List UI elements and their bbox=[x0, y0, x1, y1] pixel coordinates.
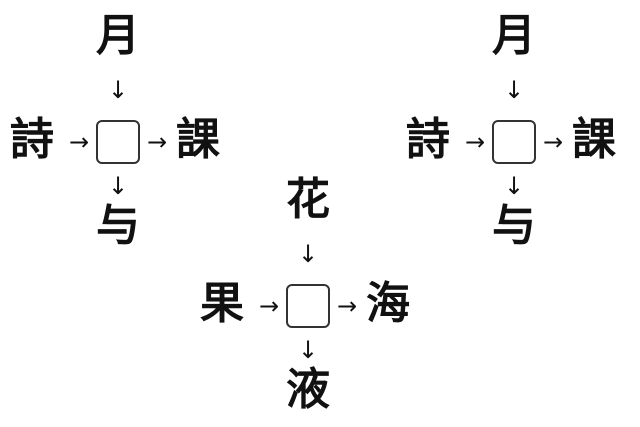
arrow-right-icon: → bbox=[258, 292, 280, 320]
kanji-puzzle-2: 月 ↓ 詩 → → 課 ↓ 与 bbox=[404, 10, 624, 248]
right-kanji: 課 bbox=[572, 114, 616, 165]
arrow-right-icon: → bbox=[68, 128, 90, 156]
arrow-right-icon: → bbox=[146, 128, 168, 156]
top-kanji: 月 bbox=[96, 10, 140, 61]
left-kanji: 詩 bbox=[10, 114, 54, 165]
kanji-puzzle-3: 花 ↓ 果 → → 海 ↓ 液 bbox=[198, 174, 418, 412]
right-kanji: 海 bbox=[366, 278, 410, 329]
arrow-down-icon: ↓ bbox=[107, 172, 129, 200]
top-kanji: 花 bbox=[286, 174, 330, 225]
arrow-right-icon: → bbox=[542, 128, 564, 156]
arrow-right-icon: → bbox=[336, 292, 358, 320]
arrow-down-icon: ↓ bbox=[503, 172, 525, 200]
answer-box[interactable] bbox=[96, 120, 140, 164]
answer-box[interactable] bbox=[286, 284, 330, 328]
kanji-puzzle-1: 月 ↓ 詩 → → 課 ↓ 与 bbox=[8, 10, 228, 248]
left-kanji: 詩 bbox=[406, 114, 450, 165]
arrow-down-icon: ↓ bbox=[107, 76, 129, 104]
right-kanji: 課 bbox=[176, 114, 220, 165]
bottom-kanji: 液 bbox=[286, 364, 330, 415]
arrow-right-icon: → bbox=[464, 128, 486, 156]
answer-box[interactable] bbox=[492, 120, 536, 164]
top-kanji: 月 bbox=[492, 10, 536, 61]
arrow-down-icon: ↓ bbox=[297, 240, 319, 268]
bottom-kanji: 与 bbox=[96, 200, 140, 251]
left-kanji: 果 bbox=[200, 278, 244, 329]
arrow-down-icon: ↓ bbox=[503, 76, 525, 104]
bottom-kanji: 与 bbox=[492, 200, 536, 251]
arrow-down-icon: ↓ bbox=[297, 336, 319, 364]
